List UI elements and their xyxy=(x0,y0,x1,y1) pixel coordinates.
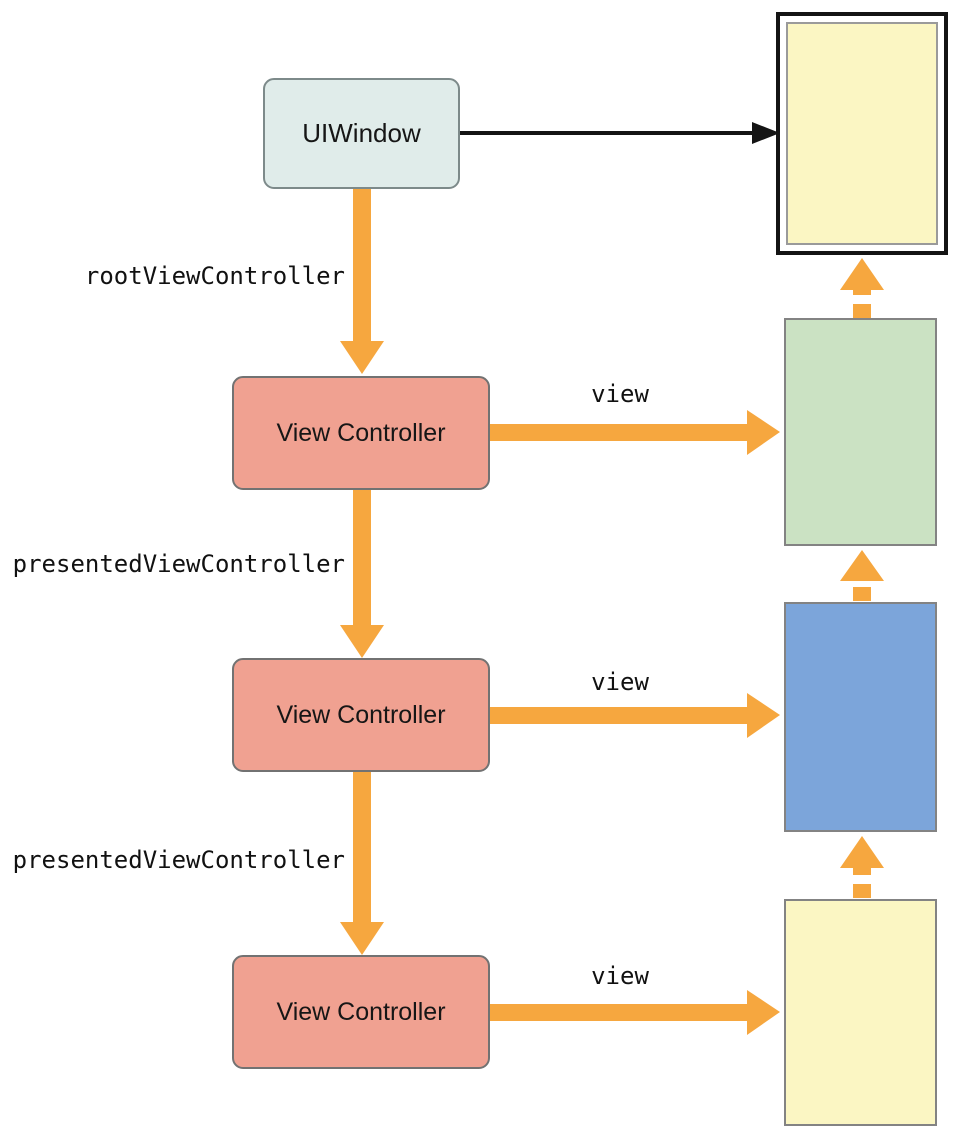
root-view-box xyxy=(784,318,937,546)
dashed-view-hierarchy-arrow-2 xyxy=(840,550,884,601)
view-label-3: view xyxy=(591,962,649,990)
view-controller-label: View Controller xyxy=(276,700,446,729)
uiwindow-box: UIWindow xyxy=(263,78,460,189)
view-arrow-1 xyxy=(489,410,780,455)
view-controller-box-2: View Controller xyxy=(232,658,490,772)
root-view-controller-arrow xyxy=(340,188,384,374)
view-controller-box-3: View Controller xyxy=(232,955,490,1069)
root-view-controller-label: rootViewController xyxy=(84,262,345,290)
view-controller-box-1: View Controller xyxy=(232,376,490,490)
presented-view-controller-arrow-1 xyxy=(340,489,384,658)
presented-view-box-2 xyxy=(784,899,937,1126)
view-arrow-2 xyxy=(489,693,780,738)
presented-view-box-1 xyxy=(784,602,937,832)
window-content-view xyxy=(786,22,938,245)
view-controller-label: View Controller xyxy=(276,418,446,447)
device-screen-frame xyxy=(776,12,948,255)
dashed-view-hierarchy-arrow-1 xyxy=(840,258,884,318)
presented-view-controller-label-1: presentedViewController xyxy=(12,550,345,578)
dashed-view-hierarchy-arrow-3 xyxy=(840,836,884,898)
view-label-1: view xyxy=(591,380,649,408)
window-to-screen-arrow xyxy=(460,122,780,144)
view-arrow-3 xyxy=(489,990,780,1035)
uiwindow-label: UIWindow xyxy=(302,118,421,148)
presented-view-controller-label-2: presentedViewController xyxy=(12,846,345,874)
view-label-2: view xyxy=(591,668,649,696)
view-controller-label: View Controller xyxy=(276,997,446,1026)
presented-view-controller-arrow-2 xyxy=(340,771,384,955)
